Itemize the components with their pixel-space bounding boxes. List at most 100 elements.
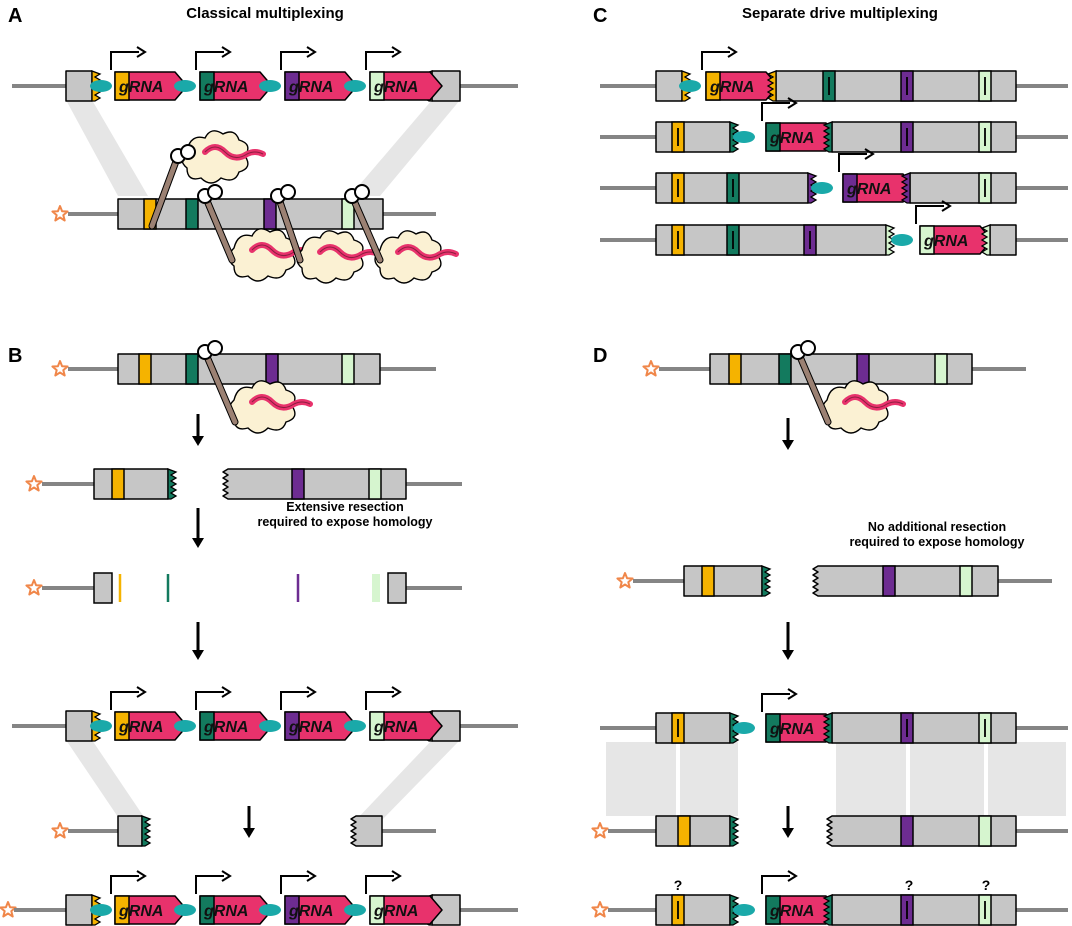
guide-rna-outline	[844, 396, 904, 408]
grna-label: gRNA	[923, 233, 968, 250]
homology-band	[356, 740, 460, 820]
grna-spacer	[765, 895, 781, 925]
panel-letter-a: A	[8, 5, 22, 27]
cut-end-icon	[822, 894, 833, 926]
gene-segment	[387, 572, 407, 604]
promoter-arrow-icon	[787, 97, 798, 109]
target-site	[701, 565, 715, 597]
homology-band	[350, 100, 460, 196]
grna-label: gRNA	[118, 79, 163, 96]
gene-segment	[655, 121, 731, 153]
promoter-arrow-icon	[915, 205, 944, 224]
star-icon	[616, 572, 634, 589]
promoter-arrow-icon	[864, 148, 875, 160]
down-arrow-icon	[782, 440, 794, 450]
linker	[90, 720, 112, 732]
promoter-arrow-icon	[391, 46, 402, 58]
linker	[733, 131, 755, 143]
promoter-arrow-icon	[761, 875, 790, 894]
gene-segment	[655, 70, 683, 102]
target-site	[978, 815, 992, 847]
promoter-arrow-icon	[306, 46, 317, 58]
gene-segment	[709, 353, 973, 385]
grna-label: gRNA	[373, 903, 418, 920]
target-site	[856, 353, 870, 385]
target-site	[677, 815, 691, 847]
grna-spacer	[284, 895, 300, 925]
cut-end-icon	[729, 815, 740, 847]
gene-segment	[655, 224, 887, 256]
target-site	[265, 353, 279, 385]
star-icon	[591, 822, 609, 839]
gene-segment	[65, 70, 93, 102]
scissors-icon	[349, 193, 383, 263]
cas9-protein-icon	[228, 380, 296, 434]
cut-end-icon	[900, 172, 911, 204]
grna-spacer	[369, 711, 385, 741]
grna-label: gRNA	[203, 719, 248, 736]
promoter-arrow-icon	[306, 870, 317, 882]
cut-end-icon	[761, 565, 772, 597]
panel-letter-c: C	[593, 5, 607, 27]
linker	[344, 720, 366, 732]
down-arrow-icon	[243, 828, 255, 838]
grna-label: gRNA	[769, 903, 814, 920]
promoter-arrow-icon	[280, 51, 309, 70]
grna-spacer	[842, 173, 858, 203]
promoter-arrow-icon	[701, 51, 730, 70]
grna-label: gRNA	[769, 130, 814, 147]
cut-end-icon	[822, 121, 833, 153]
grna-spacer	[199, 895, 215, 925]
promoter-arrow-icon	[110, 691, 139, 710]
grna-label: gRNA	[769, 721, 814, 738]
grna-label: gRNA	[203, 79, 248, 96]
scissors-icon	[180, 144, 196, 160]
target-site	[959, 565, 973, 597]
cas9-protein-icon	[296, 230, 364, 284]
linker	[344, 904, 366, 916]
grna-spacer	[199, 711, 215, 741]
guide-rna-strand	[842, 394, 906, 411]
gene-segment	[655, 815, 731, 847]
homology-band	[680, 742, 738, 816]
target-site	[341, 353, 355, 385]
down-arrow-icon	[192, 538, 204, 548]
scissors-icon	[202, 349, 238, 425]
homology-band	[66, 740, 146, 820]
unknown-mark-purple: ?	[905, 877, 914, 893]
gene-segment	[117, 198, 384, 230]
target-site	[291, 468, 305, 500]
homology-band	[66, 100, 148, 196]
scissors-icon	[280, 184, 296, 200]
promoter-arrow-icon	[110, 51, 139, 70]
scissors-icon	[207, 340, 223, 356]
scissors-icon	[207, 184, 223, 200]
scissors-icon	[354, 184, 370, 200]
homology-band	[836, 742, 906, 816]
homology-band	[910, 742, 984, 816]
scissors-icon	[202, 193, 235, 263]
down-arrow-icon	[192, 650, 204, 660]
promoter-arrow-icon	[136, 870, 147, 882]
promoter-arrow-icon	[391, 686, 402, 698]
cas9-protein-icon	[821, 380, 889, 434]
target-site	[138, 353, 152, 385]
target-site	[900, 815, 914, 847]
promoter-arrow-icon	[761, 102, 790, 121]
homology-band	[988, 742, 1066, 816]
cut-end-icon	[980, 224, 991, 256]
star-icon	[25, 475, 43, 492]
promoter-arrow-icon	[365, 51, 394, 70]
scissors-icon	[275, 193, 303, 263]
grna-label: gRNA	[203, 903, 248, 920]
grna-label: gRNA	[288, 719, 333, 736]
guide-rna-strand	[202, 144, 266, 161]
promoter-arrow-icon	[787, 688, 798, 700]
star-icon	[51, 360, 69, 377]
promoter-arrow-icon	[110, 875, 139, 894]
homology-band	[606, 742, 676, 816]
grna-label: gRNA	[118, 719, 163, 736]
promoter-arrow-icon	[195, 51, 224, 70]
target-site	[882, 565, 896, 597]
resection-note-d-line2: required to expose homology	[849, 535, 1024, 549]
